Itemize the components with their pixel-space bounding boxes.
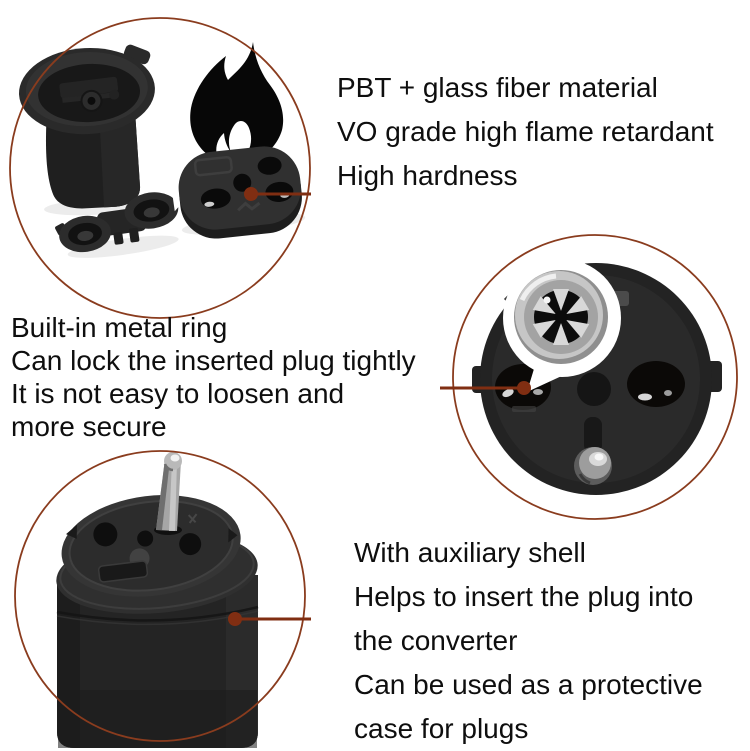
- auxiliary-shell-line-4: Can be used as a protective: [354, 669, 703, 700]
- marker-dot: [228, 612, 242, 626]
- auxiliary-shell-line-3: the converter: [354, 625, 518, 656]
- contact-plate-part: [55, 192, 182, 258]
- figure-disassembled-parts: [9, 17, 311, 319]
- europlug-pin: [154, 452, 182, 535]
- auxiliary-shell-text-block: With auxiliary shell Helps to insert the…: [354, 531, 703, 751]
- auxiliary-shell-line-1: With auxiliary shell: [354, 537, 586, 568]
- metal-ring-line-3: It is not easy to loosen and: [11, 378, 345, 409]
- auxiliary-shell-line-2: Helps to insert the plug into: [354, 581, 694, 612]
- shell-cylinder-photo: [56, 452, 259, 748]
- pin-disc-part: [178, 146, 306, 239]
- figure-auxiliary-shell: [14, 450, 311, 748]
- material-line-1: PBT + glass fiber material: [337, 72, 658, 103]
- leader-auxiliary-shell: [228, 612, 311, 626]
- material-text-block: PBT + glass fiber material VO grade high…: [337, 66, 714, 198]
- figure-circle-outline: [452, 234, 738, 520]
- marker-dot: [244, 187, 258, 201]
- metal-ring-line-2: Can lock the inserted plug tightly: [11, 345, 416, 376]
- material-line-2: VO grade high flame retardant: [337, 116, 714, 147]
- marker-dot: [517, 381, 531, 395]
- grounding-ball: [574, 447, 612, 485]
- auxiliary-shell-line-5: case for plugs: [354, 713, 529, 744]
- metal-ring-callout: [503, 259, 621, 392]
- metal-ring-line-1: Built-in metal ring: [11, 312, 228, 343]
- metal-ring-text-block: Built-in metal ring Can lock the inserte…: [11, 311, 416, 443]
- flame-icon: [190, 42, 284, 163]
- adapter-back-face: [61, 495, 241, 597]
- leader-material: [244, 187, 311, 201]
- metal-ring-line-4: more secure: [11, 411, 167, 442]
- figure-circle-outline: [9, 17, 311, 319]
- figure-circle-outline: [14, 450, 306, 742]
- figure-socket-face: [440, 234, 738, 520]
- housing-cup-part: [19, 44, 155, 216]
- leader-metal-ring: [440, 381, 531, 395]
- material-line-3: High hardness: [337, 160, 518, 191]
- converter-socket-photo: [472, 259, 722, 495]
